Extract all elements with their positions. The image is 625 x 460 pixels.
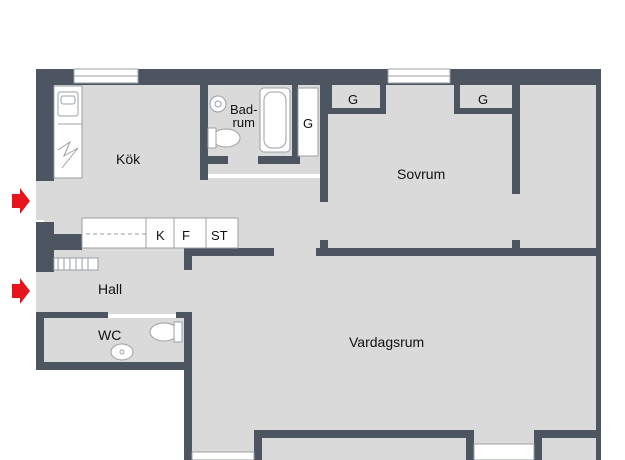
wall-bedroom-left-stub	[320, 240, 328, 250]
kitchen-island	[81, 217, 207, 249]
wall-closet2-left	[454, 84, 460, 114]
room-label-living: Vardagsrum	[349, 334, 425, 350]
room-label-wc: WC	[98, 327, 122, 343]
wall-bay-top	[254, 430, 474, 438]
room-label-closet-2: G	[478, 92, 489, 107]
room-label-bathroom: Bad- rum	[230, 103, 257, 129]
wall-wc-bottom	[36, 362, 192, 370]
wall-bath-bottom-right	[258, 156, 300, 164]
wall-bath-closet	[292, 84, 298, 162]
window-living-right	[473, 443, 535, 460]
wall-bedroom-right-stub	[512, 240, 520, 250]
wall-living-top-right	[316, 248, 600, 256]
wall-wc-top	[36, 312, 108, 318]
wall-closet1-left	[326, 84, 332, 110]
wall-right	[596, 69, 601, 460]
wall-living-top-left	[184, 248, 274, 256]
wall-left-upper	[36, 69, 54, 181]
wall-bay-left	[254, 432, 262, 460]
entry-arrow-icon	[12, 278, 30, 304]
wall-bedroom-right	[512, 84, 520, 194]
wall-wc-top-right	[176, 312, 192, 318]
appliance-label-f: F	[182, 228, 190, 243]
room-label-bathroom-line2: rum	[232, 115, 255, 130]
wall-closet1-bottom	[326, 108, 382, 114]
appliance-label-st: ST	[211, 228, 228, 243]
stove-icon	[57, 140, 79, 169]
room-label-closet-1: G	[348, 92, 359, 107]
room-label-bedroom: Sovrum	[397, 166, 446, 182]
wall-living-left	[184, 314, 192, 460]
living-floor	[188, 250, 596, 460]
entry-gap-floor-1	[36, 180, 46, 220]
entry-gap-floor-2	[36, 272, 46, 312]
hall-wc-fixtures	[53, 257, 183, 361]
storage-cabinet	[205, 217, 239, 249]
room-label-hall: Hall	[98, 281, 123, 297]
wall-closet1-right	[380, 84, 386, 114]
wall-bath-bottom-left	[206, 156, 228, 164]
room-label-closet-bath: G	[303, 116, 314, 131]
bath-fixtures	[207, 87, 319, 157]
windows	[73, 68, 535, 460]
walls	[36, 69, 601, 460]
entries	[12, 188, 30, 304]
wall-bedroom-left	[320, 84, 328, 202]
wall-hall-stub	[184, 254, 192, 270]
window-living-left	[191, 451, 255, 460]
room-label-bathroom-line1: Bad-	[230, 102, 258, 117]
wall-bay-top-right	[534, 430, 600, 438]
wall-bay-right2	[534, 430, 542, 460]
closet-shelf-bath	[297, 87, 319, 157]
wall-left-lower	[36, 312, 44, 370]
appliance-label-k: K	[156, 228, 165, 243]
wall-closet2-bottom	[454, 108, 516, 114]
room-label-kitchen: Kök	[116, 151, 141, 167]
entry-arrow-icon	[12, 188, 30, 214]
kitchen-fixtures	[53, 85, 239, 249]
wall-top	[36, 69, 600, 85]
wall-bay-right	[466, 430, 474, 460]
wall-kitchen-bath	[200, 84, 208, 180]
wall-left-middle-shelf	[36, 234, 82, 250]
